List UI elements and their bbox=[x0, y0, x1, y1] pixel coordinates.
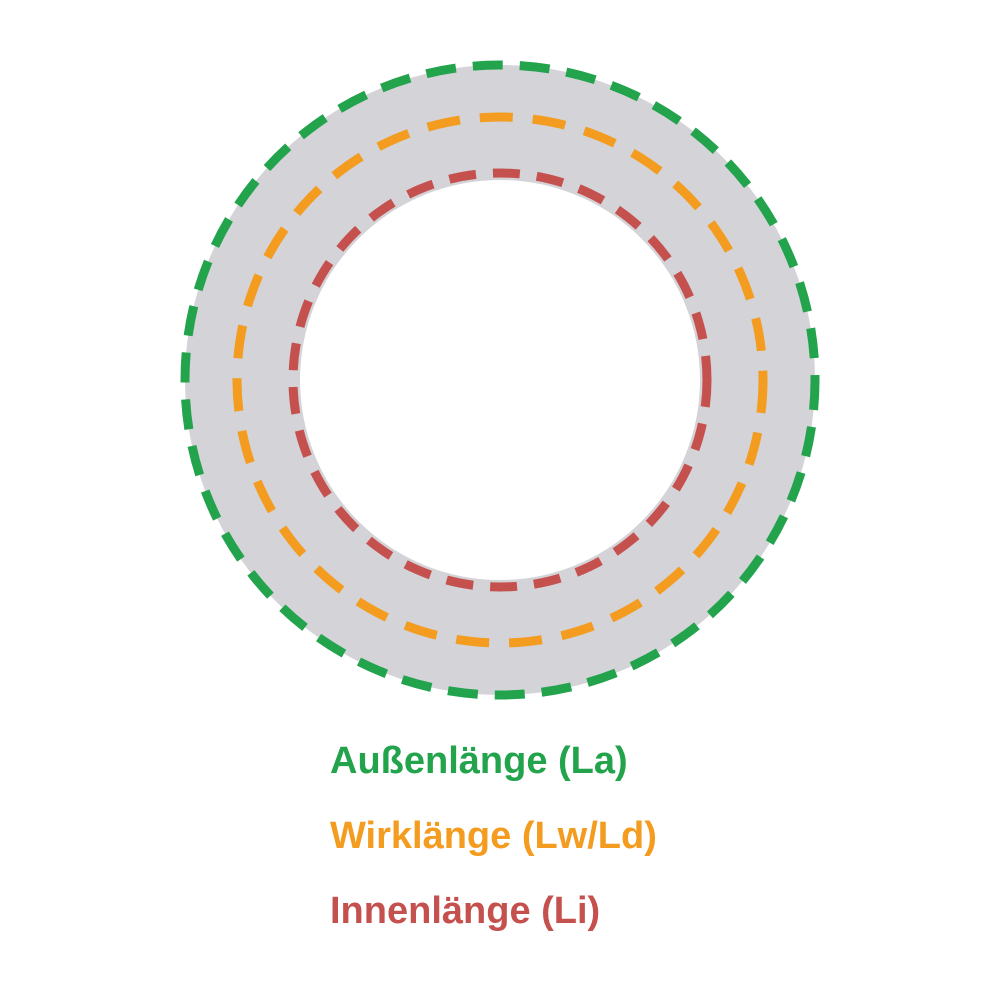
belt-ring bbox=[185, 65, 815, 695]
outer-length-circle bbox=[180, 60, 820, 700]
effective-length-label: Wirklänge (Lw/Ld) bbox=[330, 815, 657, 857]
effective-length-circle bbox=[232, 112, 768, 648]
inner-length-circle bbox=[288, 168, 712, 592]
outer-length-label: Außenlänge (La) bbox=[330, 740, 628, 782]
inner-length-label: Innenlänge (Li) bbox=[330, 890, 600, 932]
